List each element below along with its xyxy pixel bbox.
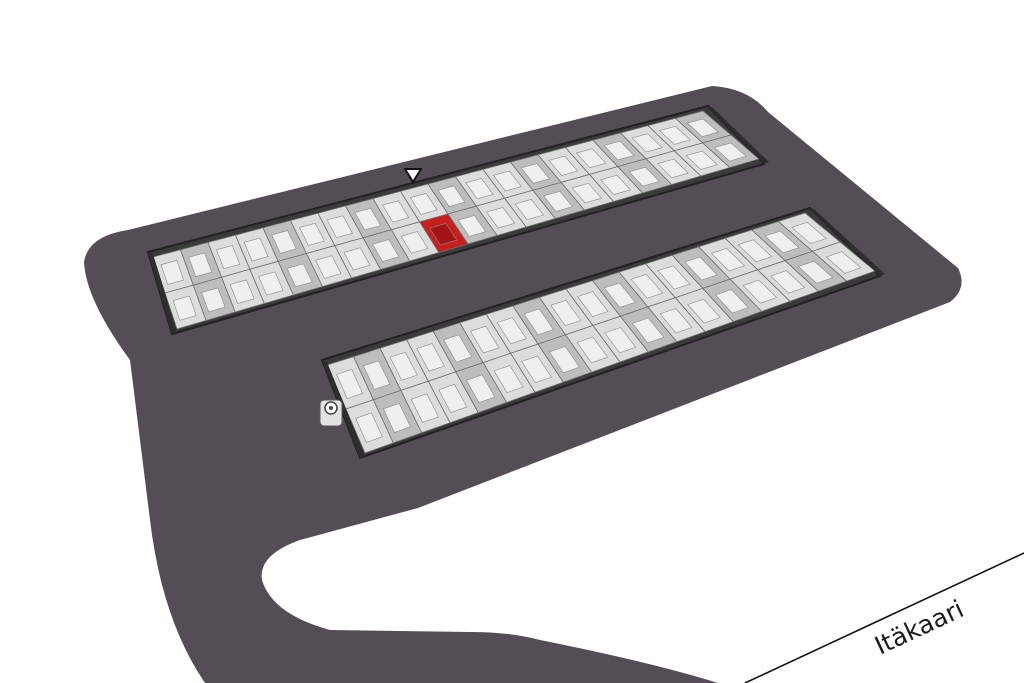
- unit-roof-detail: [713, 142, 747, 162]
- south-row-building: [320, 206, 885, 460]
- unit-roof-detail: [343, 247, 371, 271]
- unit-roof-detail: [521, 355, 552, 384]
- unit-roof-detail: [764, 230, 800, 254]
- unit-roof-detail: [685, 150, 718, 170]
- unit-roof-detail: [550, 299, 582, 327]
- unit-roof-detail: [409, 193, 438, 215]
- unit-roof-detail: [437, 185, 466, 207]
- unit-roof-detail: [571, 182, 603, 204]
- unit-roof-detail: [389, 351, 418, 381]
- north-row-building: [146, 104, 769, 336]
- unit-roof-detail: [382, 403, 411, 433]
- unit-roof-detail: [603, 282, 636, 308]
- unit-roof-detail: [742, 279, 778, 304]
- unit-roof-detail: [336, 369, 364, 399]
- unit-roof-detail: [520, 163, 551, 184]
- unit-roof-detail: [628, 166, 660, 187]
- unit-roof-detail: [416, 343, 445, 372]
- unit-roof-detail: [737, 239, 773, 263]
- unit-roof-detail: [631, 317, 665, 344]
- unit-roof-detail: [523, 308, 554, 336]
- unit-roof-detail: [172, 295, 197, 321]
- unit-roof-detail: [486, 207, 516, 229]
- highlighted-unit-roof: [429, 223, 458, 246]
- unit-roof-detail: [576, 336, 609, 364]
- unit-roof-detail: [630, 273, 664, 299]
- unit-roof-detail: [714, 289, 749, 314]
- unit-roof-detail: [604, 327, 637, 354]
- unit-roof-detail: [215, 245, 241, 270]
- unit-roof-detail: [659, 308, 693, 334]
- unit-roof-detail: [229, 279, 255, 304]
- unit-roof-detail: [710, 248, 745, 272]
- unit-roof-detail: [657, 158, 689, 179]
- building-end-cap: [810, 208, 885, 276]
- entrance-icon: [319, 399, 343, 427]
- unit-roof-detail: [493, 365, 524, 394]
- unit-roof-detail: [548, 346, 580, 374]
- unit-roof-detail: [575, 148, 607, 169]
- unit-roof-detail: [299, 222, 325, 246]
- unit-roof-detail: [825, 251, 862, 274]
- unit-roof-detail: [355, 412, 383, 443]
- unit-roof-detail: [372, 239, 400, 262]
- unit-roof-detail: [496, 317, 527, 345]
- unit-roof-detail: [687, 298, 721, 324]
- unit-roof-detail: [438, 384, 468, 413]
- building-end-cap: [322, 360, 365, 458]
- unit-roof-detail: [791, 222, 827, 245]
- unit-roof-detail: [631, 133, 663, 153]
- unit-roof-detail: [160, 260, 185, 285]
- unit-roof-detail: [548, 155, 579, 176]
- unit-roof-detail: [797, 260, 834, 284]
- unit-roof-detail: [400, 231, 429, 254]
- unit-roof-detail: [410, 393, 440, 423]
- unit-roof-detail: [470, 325, 500, 354]
- unit-roof-detail: [271, 230, 297, 254]
- unit-roof-detail: [243, 237, 269, 262]
- street-name-label: Itäkaari: [870, 594, 968, 660]
- unit-roof-detail: [315, 255, 342, 279]
- building-end-cap: [148, 252, 177, 334]
- unit-roof-detail: [362, 360, 391, 390]
- unit-roof-detail: [600, 174, 631, 195]
- unit-roof-detail: [543, 190, 574, 212]
- unit-roof-detail: [770, 270, 806, 294]
- unit-roof-detail: [465, 178, 494, 200]
- unit-roof-detail: [258, 271, 284, 296]
- unit-roof-detail: [443, 334, 473, 363]
- street-line: [744, 552, 1024, 683]
- unit-roof-detail: [326, 215, 353, 239]
- unit-roof-detail: [659, 125, 691, 145]
- unit-roof-detail: [657, 265, 691, 290]
- unit-roof-detail: [465, 374, 496, 403]
- unit-roof-detail: [514, 199, 545, 221]
- unit-roof-detail: [457, 215, 487, 237]
- down-triangle-marker-icon[interactable]: [404, 168, 422, 183]
- unit-roof-detail: [286, 263, 313, 288]
- building-end-cap: [708, 106, 769, 164]
- unit-roof-detail: [684, 256, 718, 281]
- unit-roof-detail: [577, 291, 609, 317]
- unit-roof-detail: [201, 287, 226, 313]
- unit-roof-detail: [686, 118, 720, 137]
- unit-roof-detail: [188, 252, 213, 277]
- unit-roof-detail: [603, 140, 635, 161]
- unit-roof-detail: [492, 170, 522, 192]
- unit-roof-detail: [382, 200, 410, 223]
- unit-roof-detail: [354, 207, 382, 231]
